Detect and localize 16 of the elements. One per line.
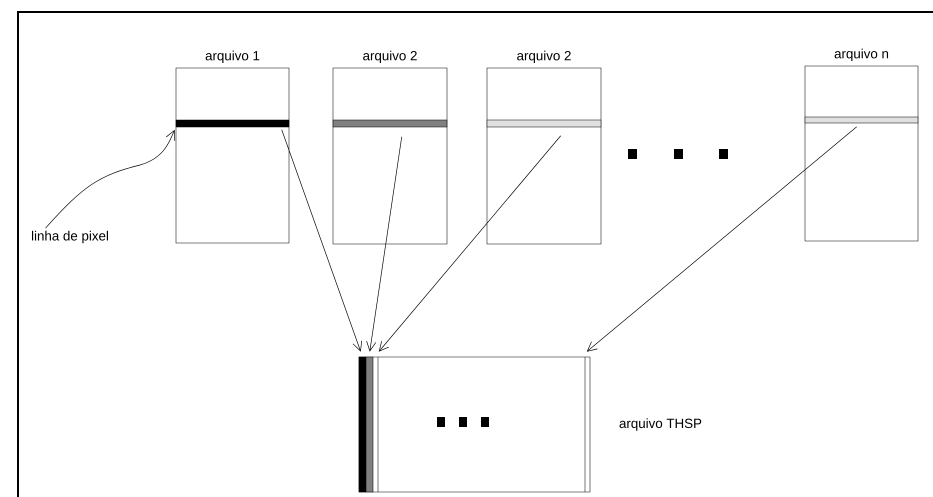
arrow xyxy=(586,126,858,352)
arrow xyxy=(281,129,362,352)
file-box: arquivo 2 xyxy=(486,50,602,244)
text-label: linha de pixel xyxy=(32,230,108,244)
file-box: arquivo THSP xyxy=(358,356,702,492)
file-box: arquivo 1 xyxy=(176,50,290,244)
node-label: arquivo n xyxy=(834,48,888,62)
file-box: arquivo n xyxy=(804,48,918,242)
arrow xyxy=(378,135,562,352)
node-label: arquivo 1 xyxy=(206,50,260,64)
node-label: arquivo 2 xyxy=(517,50,571,64)
node-label: arquivo 2 xyxy=(363,50,417,64)
curved-arrow xyxy=(45,130,176,229)
arrow xyxy=(366,136,402,352)
file-box: arquivo 2 xyxy=(332,50,448,244)
node-label: arquivo THSP xyxy=(620,418,702,431)
